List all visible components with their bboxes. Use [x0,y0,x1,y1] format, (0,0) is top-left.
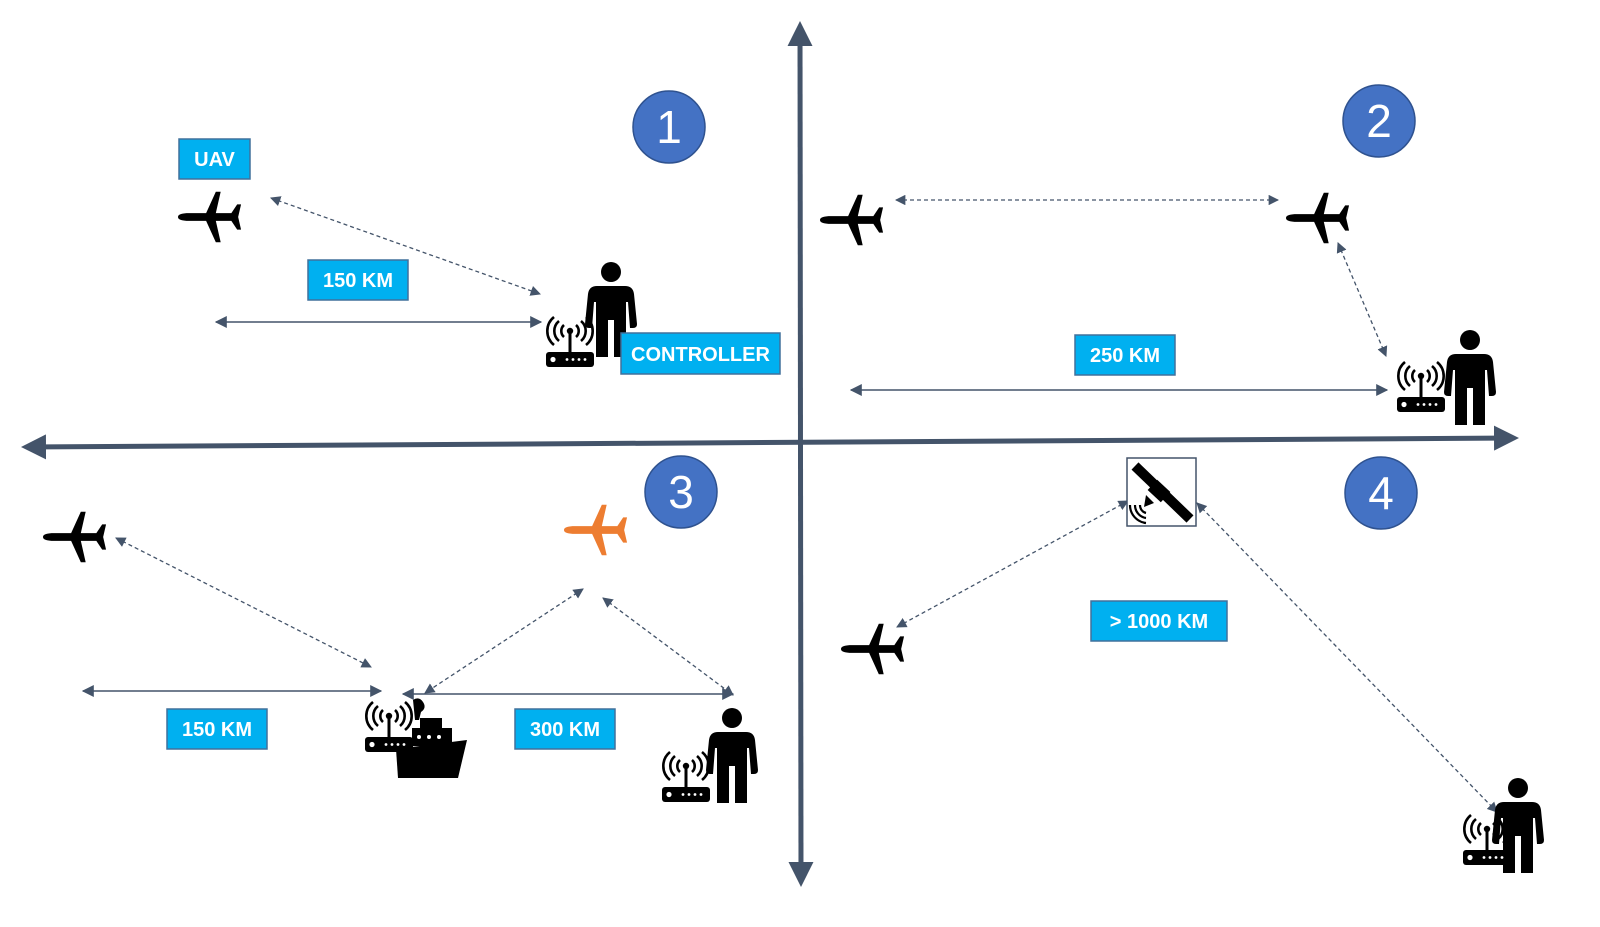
horizontal-axis [21,425,1519,460]
quadrant-3-badge: 3 [644,455,718,529]
vertical-axis [787,21,814,887]
q1-distance-label: 150 KM [307,259,409,301]
q3-left-distance-label: 150 KM [166,708,268,750]
airplane-icon [1285,192,1350,244]
airplane-icon [840,623,905,675]
quadrant-4-badge: 4 [1344,456,1418,530]
airplane-icon [819,194,884,246]
person-icon [706,708,758,803]
q2-distance-label: 250 KM [1074,334,1176,376]
person-icon [1444,330,1496,425]
q3-uav-ship-link [115,537,372,668]
q4-satellite-controller-link [1196,502,1498,813]
wireless-router-icon [660,750,712,804]
wireless-router-icon [1395,360,1447,414]
controller-label: CONTROLLER [620,332,781,375]
airplane-relay-icon [563,504,628,556]
airplane-icon [42,511,107,563]
quadrant-4-number: 4 [1368,467,1394,519]
q4-distance-text: > 1000 KM [1110,611,1208,633]
uav-label: UAV [178,138,251,180]
ship-icon [396,698,467,778]
q3-left-distance-text: 150 KM [182,719,252,741]
q1-uav-controller-link [270,196,541,296]
quadrant-2-number: 2 [1366,95,1392,147]
q3-right-distance-label: 300 KM [514,708,616,750]
quadrant-1-badge: 1 [632,90,706,164]
q4-distance-label: > 1000 KM [1090,600,1228,642]
uav-label-text: UAV [194,149,235,171]
q3-relay-ship-link [424,588,584,694]
q2-relay-controller-link [1336,242,1388,357]
q3-right-distance-text: 300 KM [530,719,600,741]
wireless-router-icon [363,700,415,754]
satellite-icon [1126,457,1197,527]
q2-distance-text: 250 KM [1090,345,1160,367]
q1-distance-text: 150 KM [323,270,393,292]
q4-satellite-uav-link [896,500,1129,628]
controller-label-text: CONTROLLER [631,344,770,366]
quadrant-3-number: 3 [668,466,694,518]
airplane-icon [177,191,242,243]
quadrant-2-badge: 2 [1342,84,1416,158]
q3-relay-controller-link [602,597,734,696]
quadrant-1-number: 1 [656,101,682,153]
